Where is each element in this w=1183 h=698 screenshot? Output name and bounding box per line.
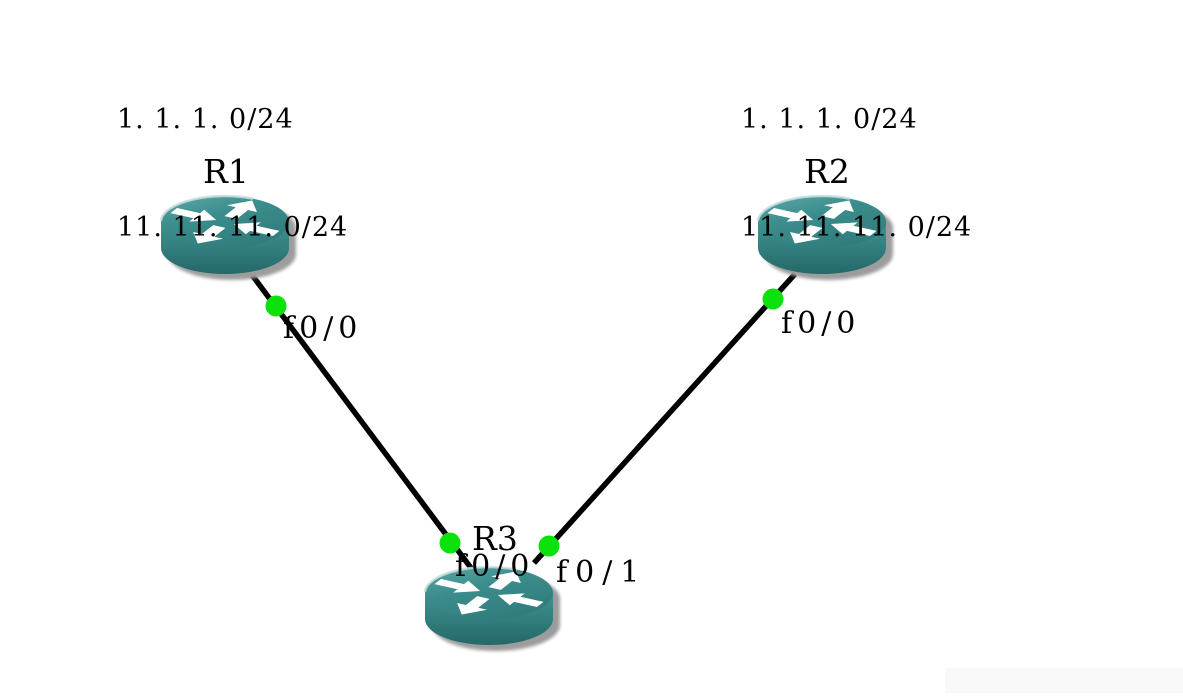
network-line: 11. 11. 11. 0/24 [741,212,973,243]
faint-watermark-area [945,668,1183,693]
port-dot-r1-f0-0 [265,295,287,317]
interface-label-r3-f0-1: f0/1 [556,555,648,590]
network-line: 1. 1. 1. 0/24 [741,104,918,135]
port-dot-r3-f0-0 [439,532,461,554]
node-label-r2: R2 [804,152,850,191]
interface-label-r3-f0-0: f0/0 [455,549,535,584]
network-line: 11. 11. 11. 0/24 [117,212,349,243]
interface-label-r2-f0-0: f0/0 [781,306,861,341]
network-line: 1. 1. 1. 0/24 [117,104,294,135]
link-r1-r3 [249,273,480,578]
port-dot-r2-f0-0 [762,288,784,310]
node-label-r1: R1 [203,152,249,191]
link-r2-r3 [531,272,798,565]
interface-label-r1-f0-0: f0/0 [283,311,363,346]
node-label-r3: R3 [472,519,518,558]
port-dot-r3-f0-1 [538,535,560,557]
network-annotation-right: 1. 1. 1. 0/24 11. 11. 11. 0/24 [741,30,972,318]
network-annotation-left: 1. 1. 1. 0/24 11. 11. 11. 0/24 [117,30,348,318]
